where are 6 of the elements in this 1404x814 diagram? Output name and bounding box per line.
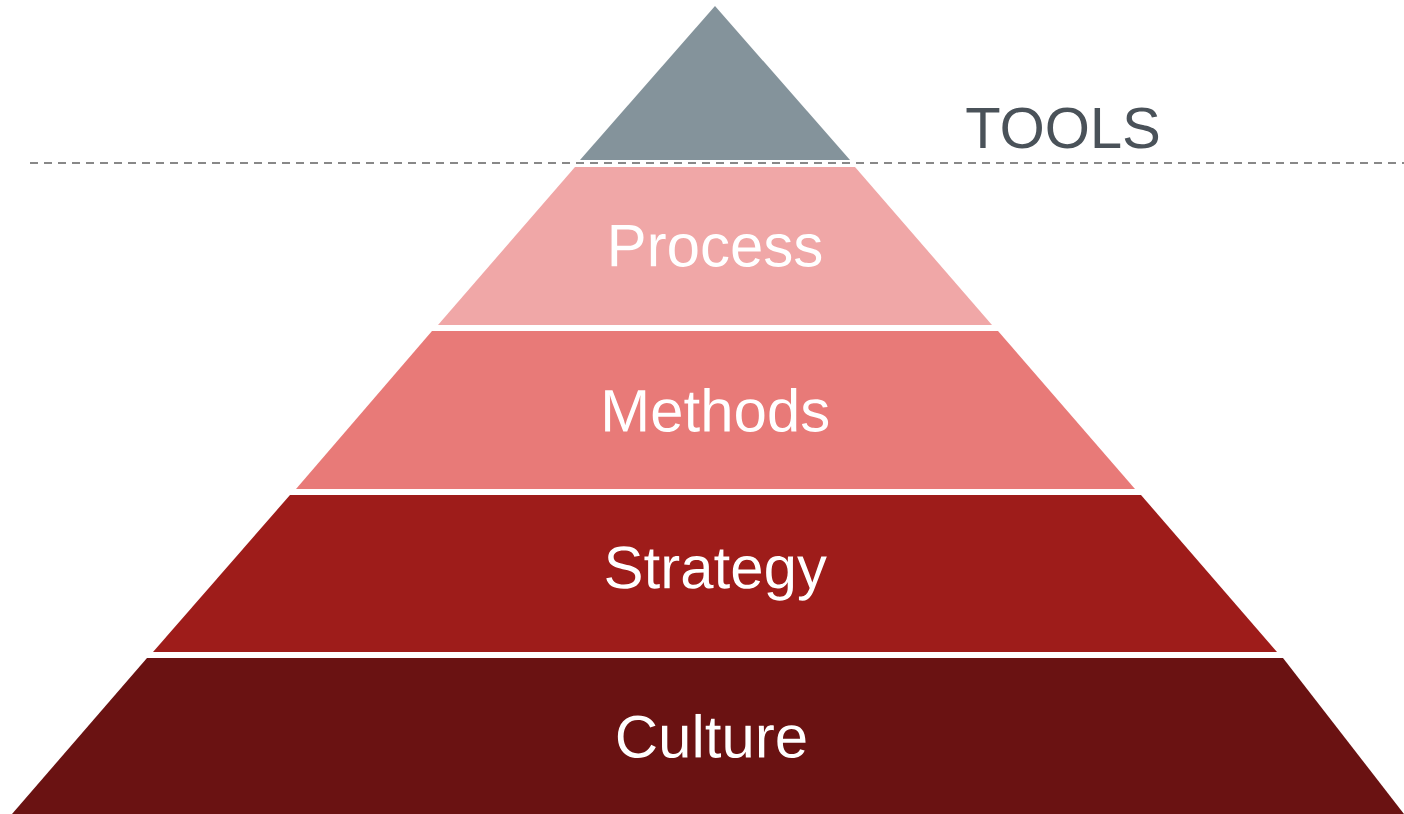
level-label: TOOLS [966, 107, 1159, 149]
pyramid-tier: Strategy [153, 495, 1277, 652]
pyramid-tier: Culture [12, 658, 1404, 814]
pyramid-tier: Methods [296, 331, 1135, 489]
pyramid-tier: Process [438, 167, 992, 325]
pyramid-apex [580, 6, 850, 160]
